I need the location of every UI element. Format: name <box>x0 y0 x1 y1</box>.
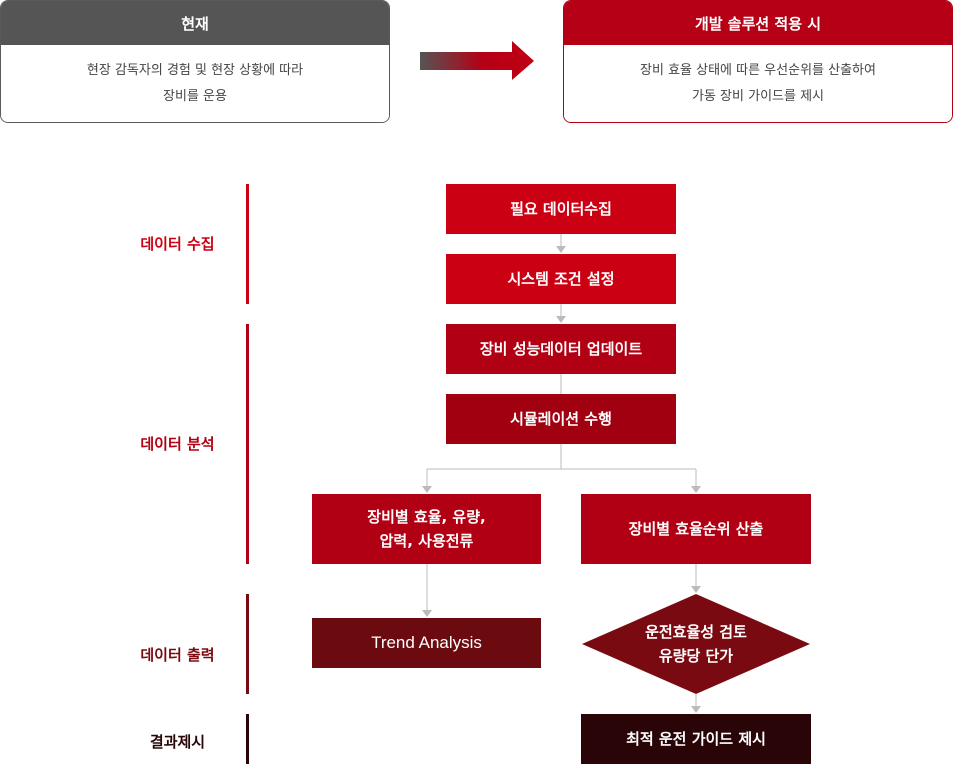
step-system-setup-label: 시스템 조건 설정 <box>507 270 615 288</box>
solution-state-card: 개발 솔루션 적용 시 장비 효율 상태에 따른 우선순위를 산출하여 가동 장… <box>563 0 953 123</box>
current-state-title: 현재 <box>1 1 389 45</box>
stage-label-analyze: 데이터 분석 <box>140 435 215 453</box>
step-collect-data: 필요 데이터수집 <box>446 184 676 234</box>
stage-label-collect: 데이터 수집 <box>140 235 215 253</box>
step-efficiency-ranking: 장비별 효율순위 산출 <box>581 494 811 564</box>
step-efficiency-metrics-line-2: 압력, 사용전류 <box>379 532 474 550</box>
current-state-line-2: 장비를 운용 <box>163 89 227 104</box>
step-simulation-label: 시뮬레이션 수행 <box>510 410 612 428</box>
step-efficiency-metrics: 장비별 효율, 유량, 압력, 사용전류 <box>312 494 541 564</box>
step-review-diamond <box>582 594 810 694</box>
solution-state-description: 장비 효율 상태에 따른 우선순위를 산출하여 가동 장비 가이드를 제시 <box>564 45 952 122</box>
solution-state-title: 개발 솔루션 적용 시 <box>564 1 952 45</box>
step-trend-analysis-label: Trend Analysis <box>371 633 482 652</box>
step-simulation: 시뮬레이션 수행 <box>446 394 676 444</box>
step-collect-data-label: 필요 데이터수집 <box>510 200 612 218</box>
step-review-line-1: 운전효율성 검토 <box>645 623 747 641</box>
stage-label-output: 데이터 출력 <box>140 646 215 664</box>
current-state-line-1: 현장 감독자의 경험 및 현장 상황에 따라 <box>86 63 304 78</box>
stage-bar-result <box>246 714 249 764</box>
transition-arrow-icon <box>420 41 534 80</box>
stage-bar-analyze <box>246 324 249 564</box>
step-trend-analysis: Trend Analysis <box>312 618 541 668</box>
step-update-performance-label: 장비 성능데이터 업데이트 <box>479 340 643 358</box>
current-state-description: 현장 감독자의 경험 및 현장 상황에 따라 장비를 운용 <box>1 45 389 122</box>
solution-state-line-1: 장비 효율 상태에 따른 우선순위를 산출하여 <box>640 63 876 78</box>
step-update-performance: 장비 성능데이터 업데이트 <box>446 324 676 374</box>
step-system-setup: 시스템 조건 설정 <box>446 254 676 304</box>
step-efficiency-ranking-label: 장비별 효율순위 산출 <box>628 520 764 538</box>
stage-bar-collect <box>246 184 249 304</box>
stage-label-result: 결과제시 <box>149 733 206 751</box>
step-efficiency-metrics-line-1: 장비별 효율, 유량, <box>367 508 486 526</box>
step-review-text: 운전효율성 검토 유량당 단가 <box>582 594 810 694</box>
step-optimal-guide: 최적 운전 가이드 제시 <box>581 714 811 764</box>
solution-state-line-2: 가동 장비 가이드를 제시 <box>692 89 824 104</box>
current-state-card: 현재 현장 감독자의 경험 및 현장 상황에 따라 장비를 운용 <box>0 0 390 123</box>
stage-bar-output <box>246 594 249 694</box>
step-review-line-2: 유량당 단가 <box>658 647 734 665</box>
step-optimal-guide-label: 최적 운전 가이드 제시 <box>626 730 766 748</box>
